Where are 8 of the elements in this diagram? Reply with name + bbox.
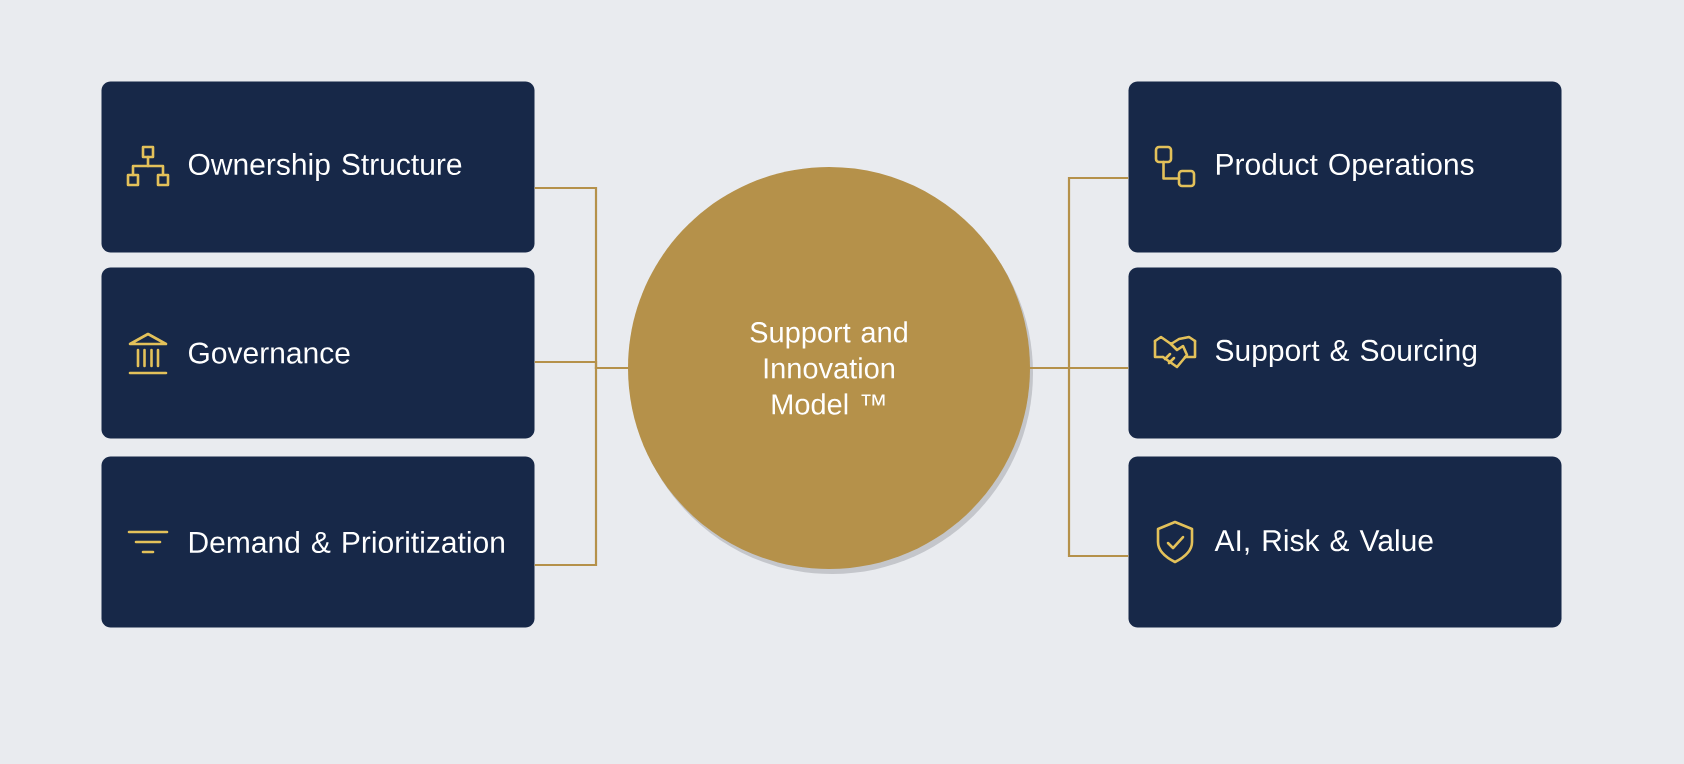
connector-line: [1030, 366, 1129, 558]
topic-box: Support & Sourcing: [1128, 267, 1562, 439]
connector-line: [534, 366, 628, 567]
topic-box: Demand & Prioritization: [101, 456, 535, 628]
topic-box: AI, Risk & Value: [1128, 456, 1562, 628]
topic-box: Product Operations: [1128, 81, 1562, 253]
topic-box: Ownership Structure: [101, 81, 535, 253]
topic-box: Governance: [101, 267, 535, 439]
